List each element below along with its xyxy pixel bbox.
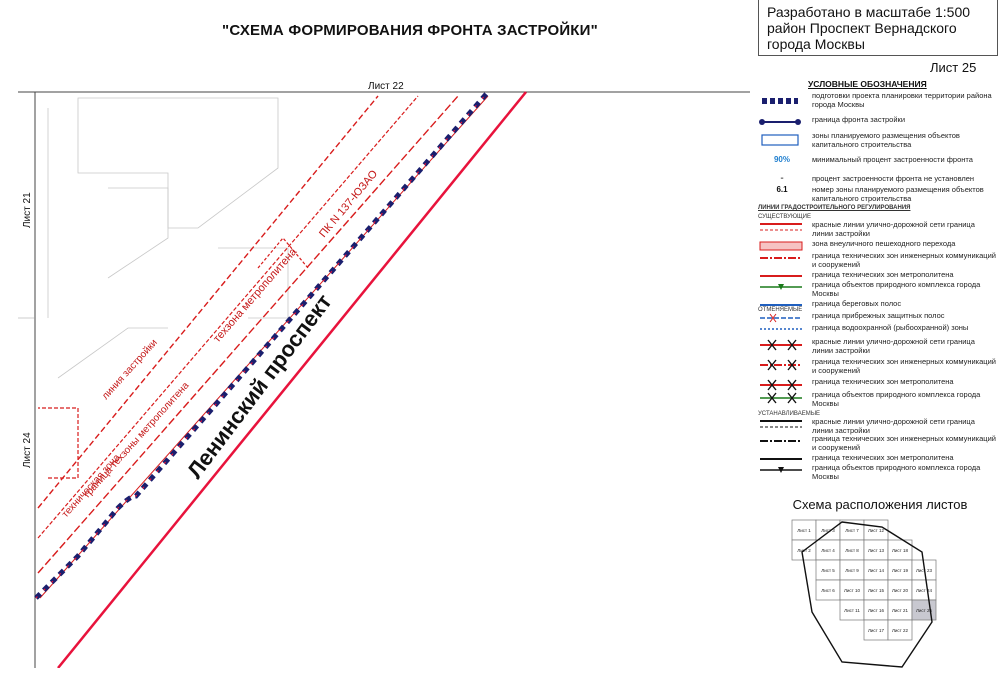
scheme-cell-label: Лист 11	[844, 608, 860, 613]
legend-text: граница технических зон инженерных комму…	[812, 434, 996, 452]
legend-text: зона внеуличного пешеходного перехода	[812, 239, 956, 248]
legend-text: красные линии улично-дорожной сети грани…	[812, 417, 975, 435]
group-established: УСТАНАВЛИВАЕМЫЕ	[758, 411, 821, 417]
legend-text: красные линии улично-дорожной сети грани…	[812, 220, 975, 238]
legend-text: граница технических зон метрополитена	[812, 270, 954, 279]
info-line-city: города Москвы	[767, 36, 865, 52]
scheme-cell-label: Лист 1	[797, 528, 811, 533]
legend-text: граница водоохранной (рыбоохранной) зоны	[812, 323, 969, 332]
legend-text: граница объектов природного комплекса го…	[812, 463, 981, 481]
scheme-cell-label: Лист 18	[892, 548, 909, 553]
new-nature-symbol	[760, 467, 802, 473]
protective-strip-symbol	[760, 313, 802, 323]
page-title: "СХЕМА ФОРМИРОВАНИЯ ФРОНТА ЗАСТРОЙКИ"	[222, 22, 598, 39]
legend-text: граница технических зон метрополитена	[812, 453, 954, 462]
info-line-scale: Разработано в масштабе 1:500	[767, 4, 971, 20]
scheme-cell-label: Лист 3	[821, 528, 835, 533]
legend-text: красные линии улично-дорожной сети грани…	[812, 337, 975, 355]
legend-text: граница технических зон инженерных комму…	[812, 357, 996, 375]
scheme-cell-label: Лист 25	[916, 608, 933, 613]
scheme-cell-label: Лист 21	[892, 608, 909, 613]
percent-symbol: 90%	[773, 155, 790, 164]
legend-text: граница прибрежных защитных полос	[812, 311, 945, 320]
info-line-district: район Проспект Вернадского	[767, 20, 957, 36]
red-line-symbol	[760, 223, 802, 231]
scale-info-box: Разработано в масштабе 1:500 район Просп…	[758, 0, 998, 56]
legend-text: граница технических зон метрополитена	[812, 377, 954, 386]
legend-text: процент застроенности фронта не установл…	[812, 174, 975, 183]
scheme-cell-label: Лист 16	[868, 608, 885, 613]
sheet-label-top: Лист 22	[368, 81, 404, 92]
scheme-cell-label: Лист 9	[845, 568, 859, 573]
tech-zone-symbol	[760, 257, 802, 259]
project-boundary-symbol	[762, 98, 798, 104]
scheme-cell[interactable]	[887, 619, 913, 641]
water-zone-symbol	[760, 328, 802, 330]
group-cancelled: ОТМЕНЯЕМЫЕ	[758, 307, 803, 313]
new-red-line-symbol	[760, 420, 802, 428]
scheme-cell-label: Лист 20	[892, 588, 909, 593]
scheme-cell-label: Лист 10	[844, 588, 861, 593]
legend-text: зоны планируемого размещения объектов ка…	[812, 131, 960, 149]
scheme-cell-label: Лист 15	[868, 588, 885, 593]
scheme-cell-label: Лист 22	[892, 628, 909, 633]
legend-text: граница береговых полос	[812, 299, 902, 308]
scheme-cell-label: Лист 17	[868, 628, 885, 633]
building-front-dots	[35, 91, 489, 599]
scheme-cell-label: Лист 5	[821, 568, 835, 573]
cancelled-red-line-symbol	[760, 339, 802, 351]
new-metro-symbol	[760, 458, 802, 460]
regulation-heading: ЛИНИИ ГРАДОСТРОИТЕЛЬНОГО РЕГУЛИРОВАНИЯ	[758, 205, 911, 211]
scheme-cell-label: Лист 7	[845, 528, 859, 533]
group-existing: СУЩЕСТВУЮЩИЕ	[758, 214, 811, 220]
legend-text: номер зоны планируемого размещения объек…	[812, 185, 984, 203]
scheme-cell-label: Лист 24	[916, 588, 933, 593]
background-buildings	[47, 97, 289, 379]
red-line	[57, 91, 527, 668]
scheme-cell-label: Лист 6	[821, 588, 835, 593]
front-boundary-symbol	[759, 119, 801, 125]
legend-text: подготовки проекта планировки территории…	[812, 91, 992, 109]
scheme-cell-label: Лист 14	[868, 568, 885, 573]
scheme-cell-label: Лист 13	[868, 548, 885, 553]
legend-heading: УСЛОВНЫЕ ОБОЗНАЧЕНИЯ	[808, 79, 927, 89]
sheet-label-left-lower: Лист 24	[22, 432, 33, 468]
map-canvas[interactable]: Ленинский проспект ПК N 137-ЮЗАО техзона…	[18, 78, 750, 668]
legend: УСЛОВНЫЕ ОБОЗНАЧЕНИЯ подготовки проекта …	[758, 80, 998, 480]
tech-zone-label: техническая зона	[60, 452, 123, 520]
build-line-label: линия застройки	[100, 337, 160, 402]
new-tech-zone-symbol	[760, 440, 802, 442]
scheme-cell-label: Лист 12	[868, 528, 885, 533]
scheme-cell-label: Лист 19	[892, 568, 909, 573]
legend-text: граница объектов природного комплекса го…	[812, 280, 981, 298]
dash-symbol: -	[780, 173, 784, 184]
cancelled-tech-zone-symbol	[760, 359, 802, 371]
sheet-label-left-upper: Лист 21	[22, 192, 33, 228]
legend-text: граница технических зон инженерных комму…	[812, 251, 996, 269]
legend-text: минимальный процент застроенности фронта	[812, 155, 973, 164]
scheme-cell-label: Лист 4	[821, 548, 835, 553]
scheme-title: Схема расположения листов	[792, 497, 968, 512]
sheet-number: Лист 25	[930, 60, 977, 75]
cancelled-nature-symbol	[760, 392, 802, 404]
shore-line-symbol	[760, 304, 802, 306]
scheme-cell-label: Лист 8	[845, 548, 859, 553]
nature-complex-symbol	[760, 284, 802, 290]
scheme-district-outline	[801, 521, 933, 668]
metro-zone-symbol	[760, 275, 802, 277]
legend-text: граница объектов природного комплекса го…	[812, 390, 981, 408]
zone-number-symbol: 6.1	[776, 185, 788, 194]
legend-text: граница фронта застройки	[812, 115, 906, 124]
zone-rect-symbol	[761, 134, 799, 146]
pedestrian-zone-symbol	[759, 241, 803, 251]
cancelled-metro-symbol	[760, 379, 802, 391]
